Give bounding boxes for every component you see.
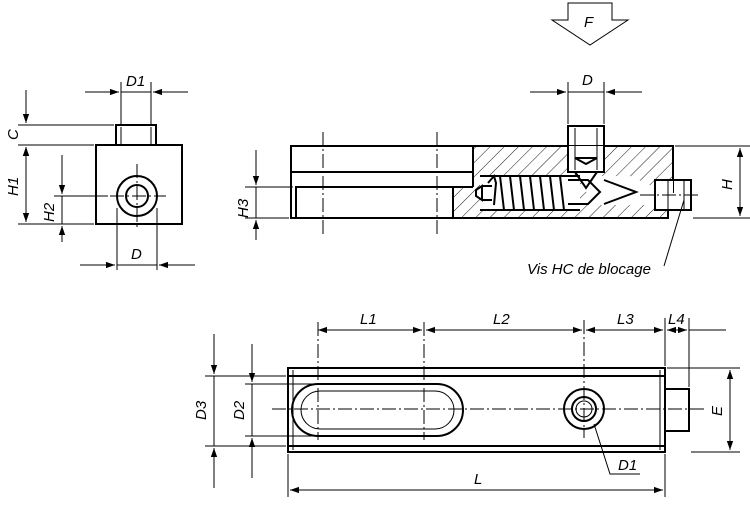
force-label: F	[584, 14, 594, 31]
side-view: D1 C H1 H2 D	[5, 73, 195, 270]
e-label: E	[709, 405, 726, 416]
side-d1-label: D1	[126, 73, 145, 90]
side-body	[95, 144, 183, 225]
l2-label: L2	[493, 311, 510, 328]
top-d1-label: D1	[618, 457, 637, 474]
side-h2-label: H2	[41, 202, 58, 222]
section-view: D H3 H Vis HC de blocage	[235, 72, 750, 278]
side-bore-inner	[125, 184, 149, 208]
force-arrow: F	[550, 2, 630, 46]
l4-label: L4	[668, 311, 685, 328]
screw-head	[115, 124, 157, 146]
section-h-label: H	[719, 179, 736, 190]
l1-label: L1	[360, 311, 377, 328]
locking-screw-note: Vis HC de blocage	[527, 261, 651, 278]
slot	[291, 383, 464, 437]
d3-label: D3	[193, 400, 210, 420]
section-d-label: D	[582, 72, 593, 89]
l-label: L	[474, 471, 482, 488]
section-h3-label: H3	[235, 198, 252, 218]
top-screw-head	[664, 388, 690, 432]
l3-label: L3	[617, 311, 634, 328]
top-body	[287, 367, 666, 453]
side-c-label: C	[5, 129, 22, 140]
d2-label: D2	[231, 400, 248, 420]
side-d-label: D	[131, 246, 142, 263]
side-h1-label: H1	[5, 177, 22, 196]
top-view: L1 L2 L3 L4 D3 D2 E D1 L	[193, 311, 740, 497]
